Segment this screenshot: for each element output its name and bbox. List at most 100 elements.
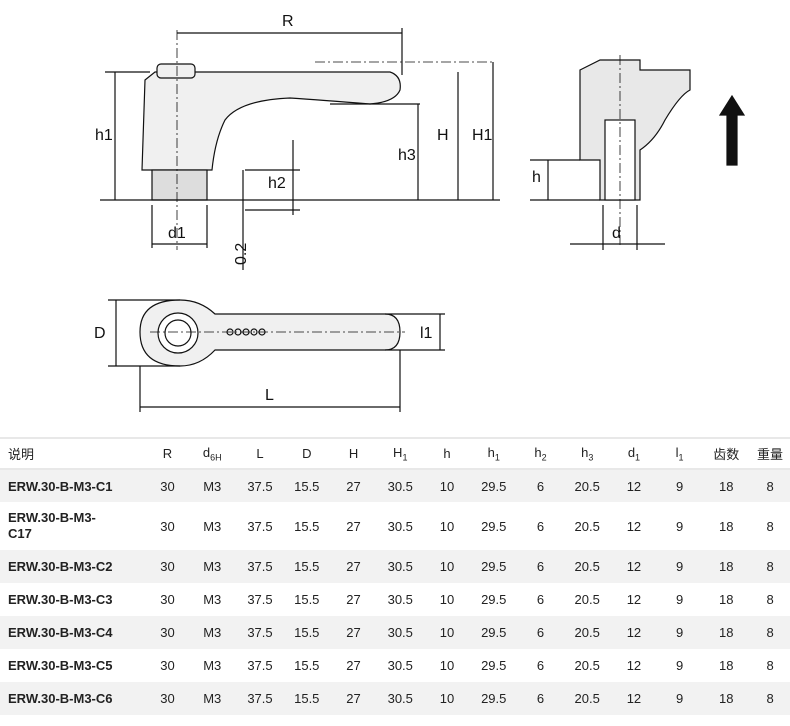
value-cell: 30	[160, 518, 175, 534]
header-label: d	[202, 444, 211, 460]
value-cell: 29.5	[481, 658, 507, 673]
header-subscript: 1	[494, 452, 500, 463]
value-cell: 20.5	[574, 658, 600, 673]
value-cell: 12	[626, 518, 642, 534]
header-subscript: 1	[678, 452, 684, 463]
value-cell: 18	[719, 625, 734, 640]
value-cell: 29.5	[481, 478, 507, 494]
lever-side-view	[141, 71, 401, 171]
column-header: 重量	[750, 438, 790, 469]
header-label: 重量	[757, 447, 784, 462]
value-cell: 37.5	[247, 691, 273, 706]
header-label: 说明	[8, 447, 35, 462]
value-cell: M3	[203, 592, 222, 607]
value-cell: 27	[346, 625, 361, 640]
value-cell: 30.5	[387, 518, 413, 534]
value-cell: 30.5	[387, 658, 413, 673]
value-cell: 9	[676, 478, 684, 494]
label-d: d	[612, 225, 621, 242]
value-cell: 30.5	[387, 691, 413, 706]
value-cell: 9	[676, 559, 684, 574]
value-cell: M3	[203, 658, 222, 673]
part-number-cell: ERW.30-B-M3-C2	[8, 559, 113, 574]
column-header: h3	[563, 438, 611, 469]
column-header: R	[148, 438, 188, 469]
header-label: H	[348, 446, 359, 461]
label-L: L	[265, 387, 274, 404]
value-cell: 15.5	[294, 691, 320, 706]
header-label: h	[534, 444, 542, 460]
value-cell: 8	[766, 592, 774, 607]
value-cell: 30	[160, 658, 175, 673]
value-cell: 15.5	[294, 559, 320, 574]
header-label: R	[162, 446, 173, 461]
value-cell: 27	[346, 518, 361, 534]
value-cell: 30.5	[387, 592, 413, 607]
value-cell: M3	[203, 518, 222, 534]
column-header: D	[283, 438, 331, 469]
header-label: l	[675, 444, 679, 460]
value-cell: 6	[536, 478, 545, 494]
value-cell: 8	[766, 625, 774, 640]
value-cell: 29.5	[481, 691, 507, 706]
value-cell: 10	[439, 559, 455, 574]
value-cell: 27	[346, 691, 361, 706]
value-cell: 10	[439, 518, 455, 534]
value-cell: 20.5	[574, 691, 600, 706]
value-cell: 37.5	[247, 478, 273, 494]
up-arrow-icon	[718, 94, 746, 166]
part-number-cell: ERW.30-B-M3-C17	[8, 510, 96, 541]
column-header: d6H	[187, 438, 237, 469]
header-subscript: 2	[541, 452, 547, 463]
header-subscript: 1	[402, 452, 408, 463]
value-cell: 15.5	[294, 592, 320, 607]
value-cell: 30	[160, 625, 175, 640]
column-header: H	[331, 438, 377, 469]
header-label: D	[302, 446, 312, 461]
label-h2: h2	[268, 175, 286, 192]
column-header: L	[237, 438, 283, 469]
column-header: d1	[611, 438, 657, 469]
header-label: d	[627, 444, 636, 460]
value-cell: 6	[536, 658, 545, 673]
value-cell: 37.5	[247, 518, 273, 534]
column-header: 说明	[0, 438, 148, 469]
value-cell: M3	[203, 625, 222, 640]
header-label: h	[581, 444, 589, 460]
value-cell: 18	[719, 691, 734, 706]
value-cell: 9	[676, 691, 684, 706]
value-cell: 30.5	[387, 478, 413, 494]
label-gap: 0.2	[233, 243, 250, 265]
value-cell: 10	[439, 478, 455, 494]
value-cell: 15.5	[294, 658, 320, 673]
header-subscript: 1	[635, 452, 641, 463]
header-subscript: 6H	[210, 452, 222, 463]
value-cell: 27	[346, 658, 361, 673]
value-cell: 10	[439, 625, 455, 640]
value-cell: 9	[676, 518, 684, 534]
value-cell: 6	[536, 691, 545, 706]
value-cell: 10	[439, 658, 455, 673]
column-header: l1	[657, 438, 703, 469]
column-header: 齿数	[702, 438, 750, 469]
value-cell: 18	[719, 592, 734, 607]
value-cell: 15.5	[294, 625, 320, 640]
value-cell: 15.5	[294, 478, 320, 494]
label-D: D	[94, 325, 106, 342]
column-header: H1	[376, 438, 424, 469]
value-cell: 20.5	[574, 625, 600, 640]
label-H1: H1	[472, 127, 493, 144]
label-d1: d1	[168, 225, 186, 242]
threaded-insert	[151, 169, 208, 201]
lever-button	[156, 63, 196, 79]
value-cell: 18	[719, 478, 734, 494]
value-cell: M3	[203, 691, 222, 706]
value-cell: 30	[160, 559, 175, 574]
value-cell: 6	[536, 592, 545, 607]
label-h: h	[532, 169, 541, 186]
value-cell: 20.5	[574, 518, 600, 534]
